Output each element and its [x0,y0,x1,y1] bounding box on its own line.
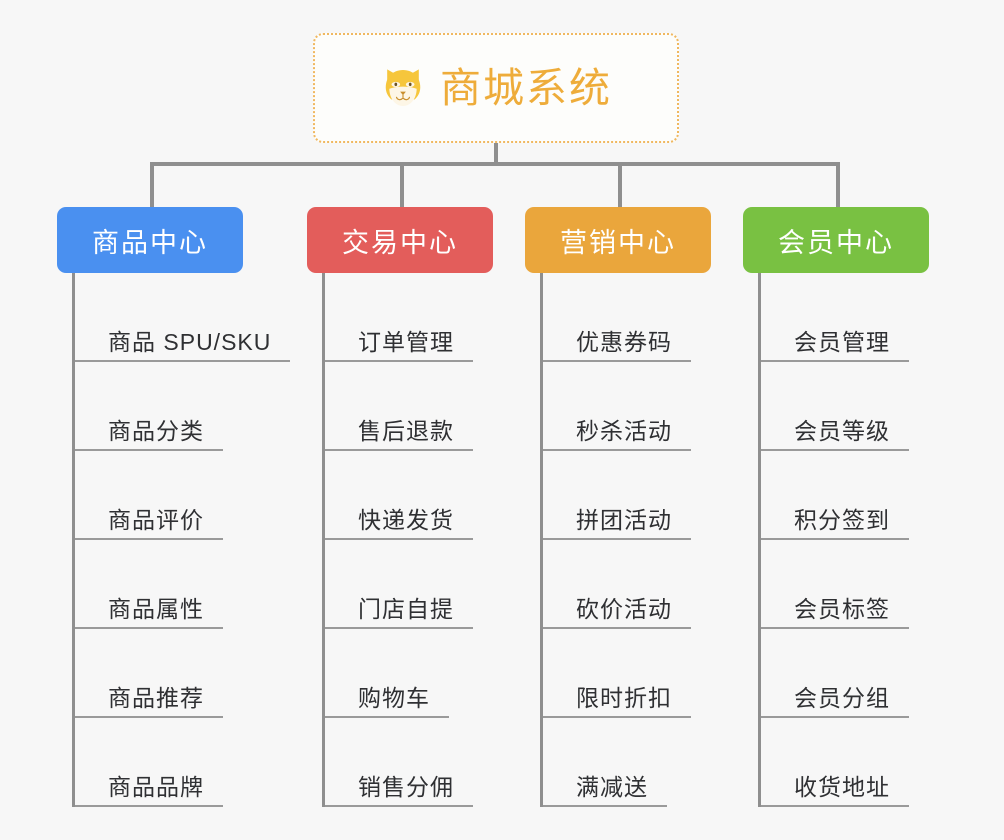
leaf-underline [543,805,667,807]
leaf-underline [75,627,223,629]
leaf-label: 商品属性 [108,596,204,622]
leaf-underline [75,805,223,807]
leaf-underline [543,627,691,629]
leaf-label: 优惠券码 [576,329,672,355]
leaf-label: 会员等级 [794,418,890,444]
connector-drop-1 [150,162,154,208]
leaf-underline [761,360,909,362]
shiba-dog-face-icon [385,69,421,106]
root-title: 商城系统 [440,64,612,111]
leaf-underline [761,627,909,629]
list-item[interactable]: 会员等级 [761,362,983,451]
leaf-label: 收货地址 [794,774,890,800]
leaf-label: 秒杀活动 [576,418,672,444]
list-item[interactable]: 秒杀活动 [543,362,755,451]
leaf-label: 砍价活动 [576,596,672,622]
leaf-label: 商品 SPU/SKU [108,329,272,355]
list-item[interactable]: 会员管理 [761,273,983,362]
leaf-label: 销售分佣 [358,774,454,800]
list-item[interactable]: 满减送 [543,718,755,807]
branch-column-product: 商品中心 商品 SPU/SKU 商品分类 商品评价 商品属性 商品推荐 [57,207,357,807]
list-item[interactable]: 商品属性 [75,540,357,629]
leaf-label: 售后退款 [358,418,454,444]
connector-root-stem [494,143,498,164]
list-item[interactable]: 收货地址 [761,718,983,807]
leaf-label: 会员管理 [794,329,890,355]
list-item[interactable]: 限时折扣 [543,629,755,718]
leaf-underline [325,716,449,718]
leaf-underline [325,538,473,540]
branch-label: 交易中心 [342,227,458,258]
leaf-label: 商品推荐 [108,685,204,711]
list-item[interactable]: 商品分类 [75,362,357,451]
leaf-underline [543,360,691,362]
branch-column-marketing: 营销中心 优惠券码 秒杀活动 拼团活动 砍价活动 限时折扣 [525,207,755,807]
list-item[interactable]: 优惠券码 [543,273,755,362]
list-item[interactable]: 门店自提 [325,540,537,629]
leaf-label: 快递发货 [358,507,454,533]
leaf-underline [75,449,223,451]
leaf-label: 拼团活动 [576,507,672,533]
leaf-list-member: 会员管理 会员等级 积分签到 会员标签 会员分组 收货地址 [758,273,983,807]
list-item[interactable]: 会员标签 [761,540,983,629]
branch-column-member: 会员中心 会员管理 会员等级 积分签到 会员标签 会员分组 [743,207,983,807]
leaf-underline [325,360,473,362]
branch-label: 会员中心 [778,227,894,258]
list-item[interactable]: 商品评价 [75,451,357,540]
leaf-underline [761,716,909,718]
branch-header-trade[interactable]: 交易中心 [307,207,493,273]
connector-drop-4 [836,162,840,208]
leaf-underline [543,538,691,540]
leaf-label: 商品分类 [108,418,204,444]
leaf-underline [761,538,909,540]
connector-drop-3 [618,162,622,208]
connector-drop-2 [400,162,404,208]
leaf-label: 满减送 [576,774,648,800]
branch-label: 商品中心 [92,227,208,258]
leaf-label: 商品评价 [108,507,204,533]
leaf-label: 会员标签 [794,596,890,622]
branch-header-product[interactable]: 商品中心 [57,207,243,273]
leaf-underline [325,805,473,807]
branch-label: 营销中心 [560,227,676,258]
leaf-label: 商品品牌 [108,774,204,800]
leaf-underline [325,627,473,629]
list-item[interactable]: 砍价活动 [543,540,755,629]
leaf-list-product: 商品 SPU/SKU 商品分类 商品评价 商品属性 商品推荐 商品品牌 [72,273,357,807]
leaf-label: 限时折扣 [576,685,672,711]
leaf-underline [543,716,691,718]
branch-column-trade: 交易中心 订单管理 售后退款 快递发货 门店自提 购物车 [307,207,537,807]
list-item[interactable]: 商品推荐 [75,629,357,718]
leaf-underline [75,360,290,362]
list-item[interactable]: 商品品牌 [75,718,357,807]
leaf-list-marketing: 优惠券码 秒杀活动 拼团活动 砍价活动 限时折扣 满减送 [540,273,755,807]
leaf-underline [325,449,473,451]
leaf-label: 会员分组 [794,685,890,711]
list-item[interactable]: 快递发货 [325,451,537,540]
branch-header-marketing[interactable]: 营销中心 [525,207,711,273]
root-node[interactable]: 商城系统 [313,33,679,143]
leaf-underline [761,449,909,451]
leaf-list-trade: 订单管理 售后退款 快递发货 门店自提 购物车 销售分佣 [322,273,537,807]
leaf-label: 门店自提 [358,596,454,622]
list-item[interactable]: 售后退款 [325,362,537,451]
leaf-underline [75,716,223,718]
list-item[interactable]: 购物车 [325,629,537,718]
list-item[interactable]: 积分签到 [761,451,983,540]
leaf-label: 购物车 [358,685,430,711]
leaf-underline [761,805,909,807]
connector-horizontal-bar [150,162,840,166]
list-item[interactable]: 会员分组 [761,629,983,718]
leaf-label: 积分签到 [794,507,890,533]
leaf-underline [75,538,223,540]
list-item[interactable]: 销售分佣 [325,718,537,807]
branch-header-member[interactable]: 会员中心 [743,207,929,273]
list-item[interactable]: 拼团活动 [543,451,755,540]
list-item[interactable]: 商品 SPU/SKU [75,273,357,362]
leaf-underline [543,449,691,451]
leaf-label: 订单管理 [358,329,454,355]
list-item[interactable]: 订单管理 [325,273,537,362]
